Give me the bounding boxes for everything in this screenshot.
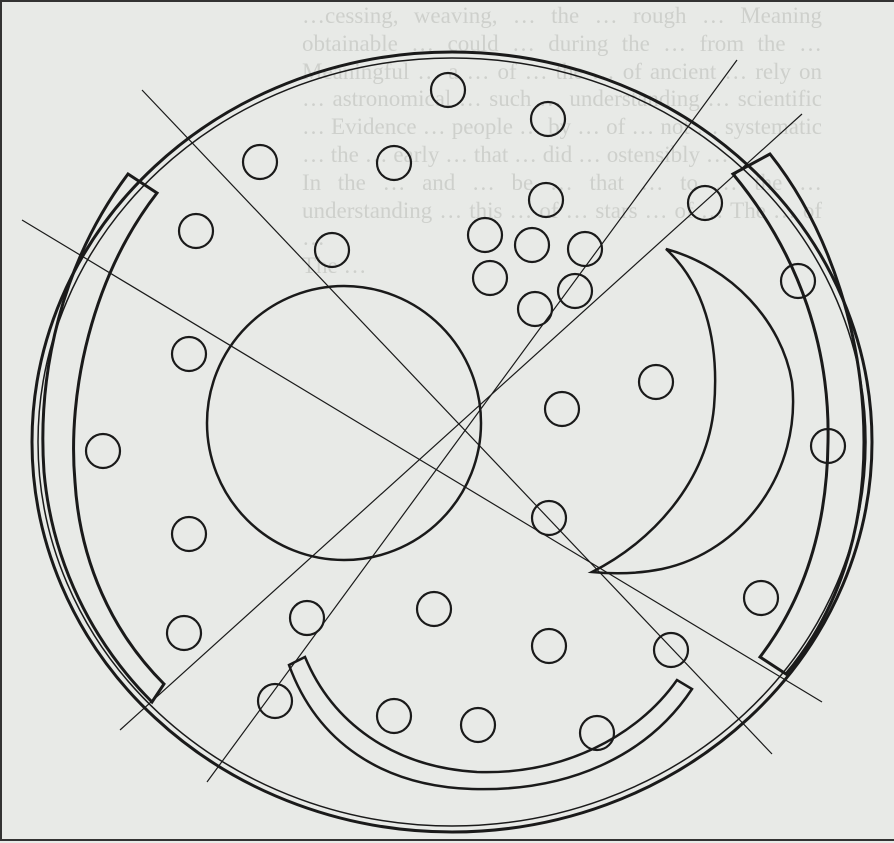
star bbox=[568, 232, 602, 266]
star bbox=[431, 73, 465, 107]
star bbox=[172, 337, 206, 371]
sight-line bbox=[22, 220, 822, 702]
star bbox=[461, 708, 495, 742]
star bbox=[290, 601, 324, 635]
star bbox=[654, 633, 688, 667]
star bbox=[86, 434, 120, 468]
star bbox=[377, 699, 411, 733]
star bbox=[179, 214, 213, 248]
star bbox=[688, 186, 722, 220]
star bbox=[531, 102, 565, 136]
star bbox=[744, 581, 778, 615]
star bbox=[468, 218, 502, 252]
disc-inner-rim bbox=[38, 58, 866, 826]
crescent-moon bbox=[592, 249, 793, 573]
star bbox=[473, 261, 507, 295]
star bbox=[167, 616, 201, 650]
star bbox=[515, 228, 549, 262]
sight-lines bbox=[22, 60, 822, 782]
star bbox=[558, 274, 592, 308]
star bbox=[580, 716, 614, 750]
sun-barge bbox=[289, 657, 692, 789]
star bbox=[518, 292, 552, 326]
star bbox=[377, 146, 411, 180]
star bbox=[529, 183, 563, 217]
star bbox=[532, 629, 566, 663]
star bbox=[243, 145, 277, 179]
star bbox=[639, 365, 673, 399]
star bbox=[315, 233, 349, 267]
sight-line bbox=[120, 114, 802, 730]
disc-outer-rim bbox=[32, 52, 872, 832]
star bbox=[417, 592, 451, 626]
left-horizon-arc bbox=[43, 174, 164, 702]
sight-line bbox=[142, 90, 772, 754]
star bbox=[172, 517, 206, 551]
sun-disc bbox=[207, 286, 481, 560]
sight-line bbox=[207, 60, 737, 782]
star bbox=[545, 392, 579, 426]
stars bbox=[86, 73, 845, 750]
star bbox=[532, 501, 566, 535]
